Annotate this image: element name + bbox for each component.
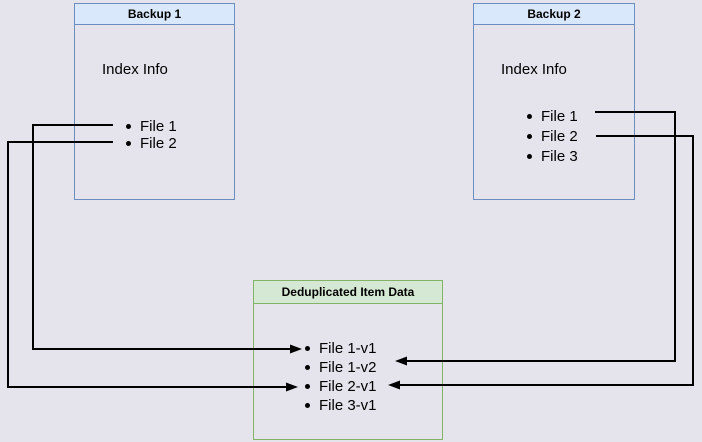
backup1-subtitle: Index Info bbox=[102, 61, 168, 78]
backup1-box: Backup 1 Index Info File 1 File 2 bbox=[74, 3, 235, 200]
list-item: File 1 bbox=[527, 106, 578, 126]
list-item: File 2 bbox=[527, 126, 578, 146]
bullet-icon bbox=[527, 153, 532, 159]
dedup-item-label: File 1-v2 bbox=[319, 359, 377, 376]
list-item: File 2-v1 bbox=[305, 377, 377, 396]
backup2-title: Backup 2 bbox=[474, 4, 634, 25]
backup1-file-label: File 1 bbox=[140, 118, 177, 135]
bullet-icon bbox=[126, 124, 131, 129]
backup1-file-list: File 1 File 2 bbox=[126, 118, 177, 152]
bullet-icon bbox=[126, 141, 131, 146]
list-item: File 1 bbox=[126, 118, 177, 135]
list-item: File 3-v1 bbox=[305, 396, 377, 415]
list-item: File 1-v1 bbox=[305, 339, 377, 358]
dedup-item-list: File 1-v1 File 1-v2 File 2-v1 File 3-v1 bbox=[305, 339, 377, 415]
dedup-title: Deduplicated Item Data bbox=[254, 281, 442, 304]
dedup-item-label: File 1-v1 bbox=[319, 340, 377, 357]
bullet-icon bbox=[527, 133, 532, 139]
backup2-file-list: File 1 File 2 File 3 bbox=[527, 106, 578, 166]
dedup-item-label: File 2-v1 bbox=[319, 378, 377, 395]
bullet-icon bbox=[305, 365, 310, 370]
bullet-icon bbox=[305, 346, 310, 351]
list-item: File 1-v2 bbox=[305, 358, 377, 377]
bullet-icon bbox=[527, 113, 532, 119]
backup2-file-label: File 2 bbox=[541, 127, 578, 145]
list-item: File 3 bbox=[527, 146, 578, 166]
list-item: File 2 bbox=[126, 135, 177, 152]
backup2-box: Backup 2 Index Info File 1 File 2 File 3 bbox=[473, 3, 635, 200]
bullet-icon bbox=[305, 384, 310, 389]
dedup-box: Deduplicated Item Data File 1-v1 File 1-… bbox=[253, 280, 443, 440]
backup1-title: Backup 1 bbox=[75, 4, 234, 25]
dedup-item-label: File 3-v1 bbox=[319, 397, 377, 414]
bullet-icon bbox=[305, 403, 310, 408]
backup2-file-label: File 3 bbox=[541, 147, 578, 165]
backup2-file-label: File 1 bbox=[541, 107, 578, 125]
backup1-file-label: File 2 bbox=[140, 135, 177, 152]
backup2-subtitle: Index Info bbox=[501, 61, 567, 78]
